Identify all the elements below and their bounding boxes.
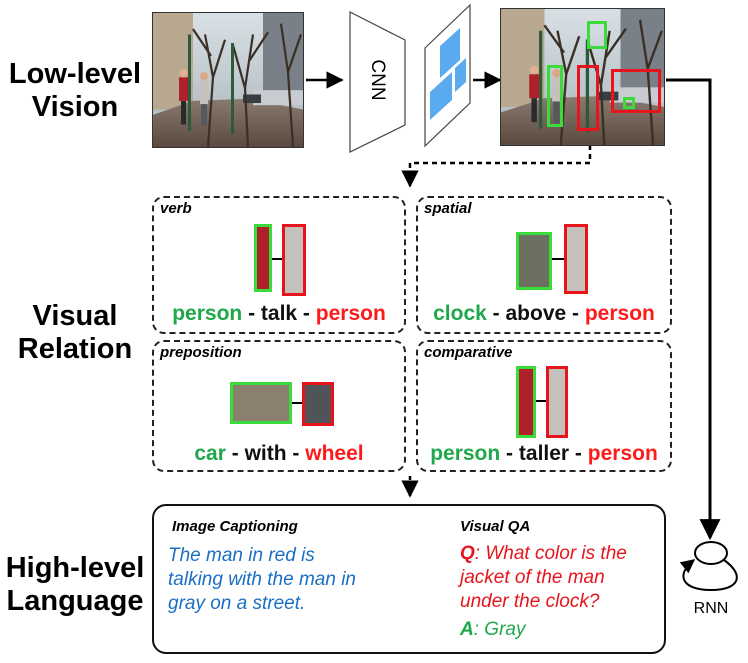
relation-panel-verb: verb person - talk - person — [152, 196, 406, 334]
detection-box-wheel — [623, 97, 635, 109]
relation-object: person — [316, 302, 386, 325]
relation-separator: - — [500, 442, 519, 465]
subject-thumb-car — [230, 382, 292, 424]
relation-separator: - — [569, 442, 588, 465]
vqa-a-label: A — [460, 619, 474, 640]
vqa-question-line: Q: What color is the — [460, 542, 627, 566]
caption-line: gray on a street. — [168, 592, 356, 616]
caption-line: talking with the man in — [168, 568, 356, 592]
relation-separator: - — [226, 442, 245, 465]
arrow-detection-to-relations — [410, 145, 590, 186]
relation-object: person — [585, 302, 655, 325]
relation-type-label: preposition — [160, 344, 242, 361]
vqa-question: Q: What color is the jacket of the man u… — [460, 542, 627, 614]
caption-text: The man in red is talking with the man i… — [168, 544, 356, 616]
detection-box-clock — [587, 21, 607, 49]
relation-panel-spatial: spatial clock - above - person — [416, 196, 672, 334]
relation-object: person — [588, 442, 658, 465]
vqa-answer-text: : Gray — [474, 619, 526, 640]
detection-box-person-red — [547, 65, 563, 127]
relation-link-line — [536, 400, 546, 402]
detection-photo — [500, 8, 665, 146]
vqa-question-line: under the clock? — [460, 590, 627, 614]
relation-separator: - — [487, 302, 506, 325]
vqa-answer: A: Gray — [460, 618, 525, 642]
relation-type-label: verb — [160, 200, 192, 217]
cnn-label: CNN — [366, 55, 388, 105]
caption-line: The man in red is — [168, 544, 356, 568]
relation-triple: clock - above - person — [418, 302, 670, 326]
relation-separator: - — [287, 442, 306, 465]
relation-link-line — [552, 258, 564, 260]
detection-box-car — [611, 69, 661, 113]
relation-type-label: spatial — [424, 200, 472, 217]
detection-box-person-gray — [577, 65, 599, 131]
subject-thumb-clock — [516, 232, 552, 290]
object-thumb-wheel — [302, 382, 334, 426]
object-thumb-person — [282, 224, 306, 296]
relation-panel-preposition: preposition car - with - wheel — [152, 340, 406, 472]
relation-predicate: above — [505, 302, 566, 325]
vqa-q-label: Q — [460, 543, 475, 564]
relation-link-line — [272, 258, 282, 260]
relation-separator: - — [242, 302, 261, 325]
relation-predicate: with — [245, 442, 287, 465]
relation-separator: - — [297, 302, 316, 325]
language-box: Image Captioning The man in red is talki… — [152, 504, 666, 654]
relation-triple: person - taller - person — [418, 442, 670, 466]
rnn-label: RNN — [686, 600, 736, 618]
relation-subject: person — [172, 302, 242, 325]
relation-subject: person — [430, 442, 500, 465]
relation-triple: person - talk - person — [154, 302, 404, 326]
relation-predicate: taller — [519, 442, 569, 465]
vqa-question-text: : What color is the — [475, 543, 627, 564]
object-thumb-person — [564, 224, 588, 294]
rnn-cell-icon — [695, 542, 727, 564]
subject-thumb-person — [516, 366, 536, 438]
relation-object: wheel — [305, 442, 363, 465]
relation-subject: car — [194, 442, 226, 465]
relation-subject: clock — [433, 302, 487, 325]
vqa-heading: Visual QA — [460, 518, 530, 535]
subject-thumb-person — [254, 224, 272, 292]
captioning-heading: Image Captioning — [172, 518, 298, 535]
vqa-question-line: jacket of the man — [460, 566, 627, 590]
relation-panel-comparative: comparative person - taller - person — [416, 340, 672, 472]
relation-predicate: talk — [261, 302, 297, 325]
relation-triple: car - with - wheel — [154, 442, 404, 466]
relation-separator: - — [566, 302, 585, 325]
relation-type-label: comparative — [424, 344, 512, 361]
relation-link-line — [292, 402, 302, 404]
arrow-detection-to-rnn — [666, 80, 710, 538]
object-thumb-person — [546, 366, 568, 438]
